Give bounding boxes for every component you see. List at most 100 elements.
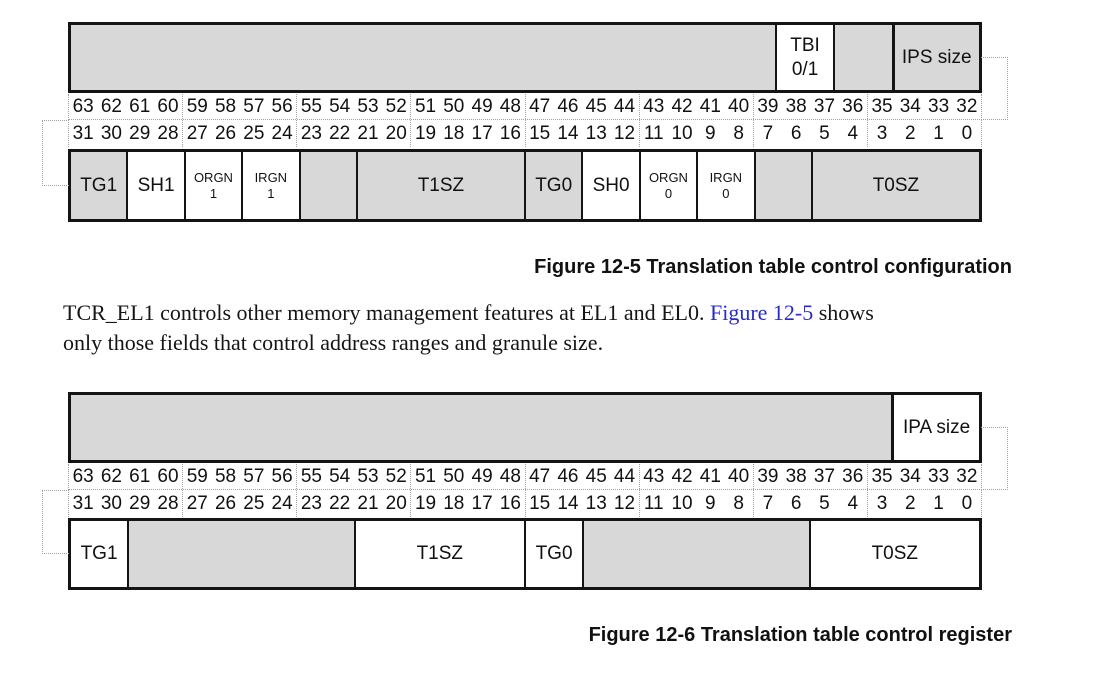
- bit-number-53: 53: [357, 465, 379, 487]
- bit-number-17: 17: [471, 122, 493, 144]
- bit-number-62: 62: [100, 95, 122, 117]
- bit-number-49: 49: [471, 465, 493, 487]
- field-label: ORGN: [648, 169, 688, 185]
- field-label: TG1: [80, 174, 118, 196]
- bit-number-18: 18: [443, 492, 465, 514]
- bit-number-0: 0: [961, 122, 973, 144]
- field-unnamed-23-22: [298, 152, 356, 219]
- field-label: IPA size: [902, 416, 971, 438]
- bit-number-5: 5: [819, 122, 830, 144]
- bit-number-56: 56: [271, 95, 293, 117]
- field-t0sz: T0SZ: [808, 521, 979, 587]
- field-label: ORGN: [193, 169, 233, 185]
- bit-number-37: 37: [813, 95, 836, 117]
- bit-number-15: 15: [524, 120, 554, 147]
- figure-12-5-link[interactable]: Figure 12-5: [709, 300, 814, 325]
- bit-number-50: 50: [443, 95, 465, 117]
- bit-number-45: 45: [585, 95, 607, 117]
- bit-number-24: 24: [271, 122, 293, 144]
- fig6-lower-register-row: TG1 T1SZ TG0 T0SZ: [68, 518, 982, 590]
- fig5-wrap-connector-right: [981, 57, 1008, 120]
- field-label: SH1: [137, 174, 175, 196]
- bit-number-52: 52: [385, 95, 407, 117]
- bit-number-60: 60: [157, 465, 179, 487]
- bit-number-9: 9: [705, 492, 716, 514]
- field-unnamed-63-39: [71, 25, 775, 90]
- bit-number-42: 42: [671, 465, 693, 487]
- bit-number-49: 49: [471, 95, 493, 117]
- field-tg1: TG1: [71, 521, 128, 587]
- bit-number-29: 29: [129, 492, 151, 514]
- bit-number-22: 22: [329, 122, 351, 144]
- bit-number-41: 41: [699, 95, 721, 117]
- field-label: 1: [267, 185, 275, 201]
- field-unnamed-13-6: [582, 521, 809, 587]
- field-unnamed-29-22: [127, 521, 354, 587]
- field-ipa-size: IPA size: [891, 395, 979, 460]
- bit-number-60: 60: [157, 95, 179, 117]
- bit-number-23: 23: [296, 120, 325, 147]
- field-unnamed-63-35: [71, 395, 892, 460]
- field-label: IRGN: [709, 169, 743, 185]
- bit-number-32: 32: [956, 95, 978, 117]
- bit-number-28: 28: [157, 122, 179, 144]
- field-sh0: SH0: [581, 152, 639, 219]
- fig6-upper-register-row: IPA size: [68, 392, 982, 463]
- fig5-wrap-connector-left: [42, 120, 69, 186]
- bit-number-57: 57: [243, 465, 265, 487]
- bit-number-23: 23: [296, 490, 325, 517]
- bit-number-19: 19: [410, 490, 439, 517]
- bit-number-12: 12: [613, 492, 636, 514]
- paragraph-text: shows: [813, 300, 874, 325]
- field-label: IPS size: [901, 46, 972, 68]
- bit-number-61: 61: [129, 465, 151, 487]
- field-label: T1SZ: [416, 543, 464, 564]
- bit-number-47: 47: [524, 464, 554, 489]
- field-label: TBI: [790, 34, 820, 56]
- bit-number-55: 55: [296, 464, 325, 489]
- bit-number-46: 46: [557, 465, 579, 487]
- bit-number-41: 41: [699, 465, 721, 487]
- bit-number-31: 31: [72, 122, 94, 144]
- bit-number-6: 6: [790, 492, 802, 514]
- bit-number-39: 39: [752, 464, 782, 489]
- paragraph-text: TCR_EL1 controls other memory management…: [63, 300, 710, 325]
- bit-number-35: 35: [866, 464, 896, 489]
- bit-number-1: 1: [933, 122, 944, 144]
- bit-number-43: 43: [638, 464, 668, 489]
- bit-number-11: 11: [638, 490, 668, 517]
- field-label: 0/1: [791, 58, 819, 80]
- field-label: IRGN: [254, 169, 288, 185]
- bit-number-17: 17: [471, 492, 493, 514]
- bit-number-27: 27: [182, 490, 211, 517]
- fig6-wrap-connector-right: [981, 427, 1008, 490]
- field-label: T0SZ: [871, 543, 919, 564]
- bit-number-20: 20: [385, 492, 407, 514]
- bit-number-30: 30: [100, 122, 122, 144]
- bit-number-14: 14: [557, 492, 579, 514]
- bit-number-26: 26: [214, 122, 237, 144]
- bit-number-51: 51: [410, 94, 439, 119]
- bit-number-6: 6: [790, 122, 802, 144]
- bit-number-20: 20: [385, 122, 407, 144]
- bit-number-16: 16: [499, 122, 521, 144]
- bit-number-12: 12: [613, 122, 636, 144]
- field-label: 0: [722, 185, 730, 201]
- bit-number-2: 2: [905, 122, 916, 144]
- bit-number-48: 48: [499, 95, 521, 117]
- field-label: 1: [209, 185, 218, 201]
- bit-number-9: 9: [705, 122, 716, 144]
- bit-number-21: 21: [357, 122, 379, 144]
- paragraph-text: only those fields that control address r…: [63, 330, 604, 355]
- bit-number-13: 13: [585, 122, 607, 144]
- field-tg0: TG0: [524, 521, 583, 587]
- bit-number-36: 36: [842, 95, 864, 117]
- bit-number-52: 52: [385, 465, 407, 487]
